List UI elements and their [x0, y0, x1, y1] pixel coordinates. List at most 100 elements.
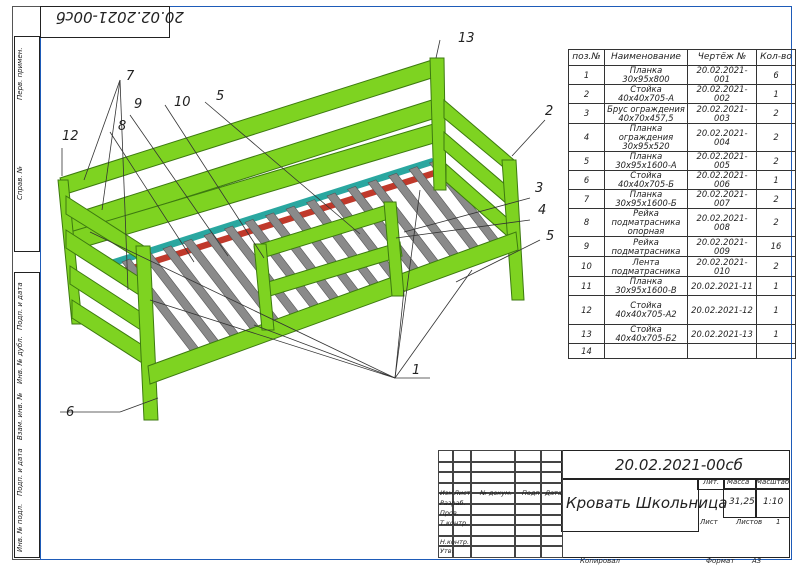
bom-name: Стойка 40х40х705-А2 — [604, 295, 688, 325]
bom-qty: 2 — [756, 189, 796, 209]
change-grid-cell — [438, 471, 454, 484]
sheets-label: Листов — [736, 518, 763, 526]
bom-pos: 1 — [568, 65, 605, 85]
bom-qty: 2 — [756, 103, 796, 124]
bom-name: Стойка 40х40х705-Б2 — [604, 324, 688, 344]
scale-cell — [755, 478, 790, 490]
bom-drawing: 20.02.2021-006 — [687, 170, 757, 190]
change-grid-cell — [452, 534, 472, 548]
change-grid-cell — [452, 524, 472, 537]
change-label: Подп. — [522, 489, 542, 497]
leader-line — [119, 397, 159, 413]
change-grid-cell — [514, 534, 542, 548]
leader-line — [455, 239, 541, 283]
change-grid-cell — [514, 513, 542, 527]
mattress-tape-teal — [104, 158, 436, 268]
bom-header-name: Наименование — [604, 49, 688, 66]
leader-line — [394, 189, 421, 379]
mass-label: Масса — [727, 478, 750, 486]
bom-name: Лента подматрасника — [604, 256, 688, 277]
bom-name: Планка 30х95х1600-В — [604, 276, 688, 296]
change-grid-cell — [540, 450, 563, 463]
bom-drawing: 20.02.2021-11 — [687, 276, 757, 296]
change-grid-cell — [514, 471, 542, 484]
leader-line — [109, 131, 195, 263]
copied-label: Копировал — [580, 557, 620, 565]
change-grid-cell — [452, 450, 472, 463]
bom-drawing: 20.02.2021-001 — [687, 65, 757, 85]
change-grid-cell — [540, 460, 563, 474]
bom-drawing: 20.02.2021-009 — [687, 236, 757, 257]
change-grid-cell — [540, 513, 563, 527]
change-grid-cell — [514, 492, 542, 505]
format-label: Формат — [706, 557, 735, 565]
change-grid-cell — [470, 450, 516, 463]
bom-name: Стойка 40х40х705-Б — [604, 170, 688, 190]
change-grid-cell — [470, 481, 516, 495]
bom-qty: 1 — [756, 324, 796, 344]
bom-qty: 1 — [756, 295, 796, 325]
lit-cell — [697, 478, 725, 490]
guard-right-post — [383, 201, 405, 297]
callout-number: 6 — [66, 405, 74, 420]
change-grid-cell — [540, 481, 563, 495]
role-label: Утв. — [440, 547, 454, 555]
front-left-post — [135, 245, 159, 421]
leader-line — [253, 324, 396, 379]
leader-line — [164, 104, 265, 259]
callout-number: 9 — [134, 97, 142, 112]
lit-label: Лит. — [703, 478, 720, 486]
change-grid-cell — [540, 471, 563, 484]
scale-label: Масштаб — [756, 478, 790, 486]
bom-qty: 16 — [756, 236, 796, 257]
change-grid-cell — [438, 545, 454, 558]
scale-value-cell — [755, 488, 790, 518]
bom-name: Брус ограждения 40х70х457,5 — [604, 103, 688, 124]
change-grid-cell — [540, 503, 563, 516]
doc-code-cell — [561, 450, 790, 480]
bom-drawing: 20.02.2021-002 — [687, 84, 757, 104]
callout-number: 7 — [126, 69, 135, 84]
bom-pos: 13 — [568, 324, 605, 344]
change-grid-cell — [452, 513, 472, 527]
bom-name: Планка ограждения 30х95х520 — [604, 123, 688, 152]
change-grid-cell — [470, 460, 516, 474]
change-grid-cell — [438, 513, 454, 527]
bom-qty: 2 — [756, 256, 796, 277]
bom-header-drawing: Чертёж № — [687, 49, 757, 66]
callout-number: 5 — [216, 89, 224, 104]
callout-number: 3 — [535, 181, 543, 196]
callout-number: 1 — [412, 363, 420, 378]
mass-cell — [723, 478, 757, 490]
bom-qty: 2 — [756, 123, 796, 152]
change-grid-cell — [540, 492, 563, 505]
bom-header-row: поз.№ Наименование Чертёж № Кол-во — [568, 49, 796, 66]
callout-number: 12 — [62, 129, 79, 144]
bom-qty: 2 — [756, 208, 796, 237]
change-label: Дата — [545, 489, 562, 497]
bom-name — [604, 343, 688, 359]
left-strip-lower — [14, 272, 40, 558]
format-value: А3 — [752, 557, 762, 565]
change-grid-cell — [470, 534, 516, 548]
change-grid-cell — [438, 492, 454, 505]
role-label: Т.контр. — [440, 519, 469, 527]
bom-pos: 8 — [568, 208, 605, 237]
change-grid-cell — [452, 460, 472, 474]
bom-pos: 9 — [568, 236, 605, 257]
drawing-title: Кровать Школьница — [566, 494, 728, 512]
bom-pos: 10 — [568, 256, 605, 277]
bom-pos: 11 — [568, 276, 605, 296]
bom-drawing: 20.02.2021-008 — [687, 208, 757, 237]
bom-drawing: 20.02.2021-13 — [687, 324, 757, 344]
bom-pos: 12 — [568, 295, 605, 325]
sheet-label: Лист — [700, 518, 718, 526]
change-grid-cell — [514, 524, 542, 537]
